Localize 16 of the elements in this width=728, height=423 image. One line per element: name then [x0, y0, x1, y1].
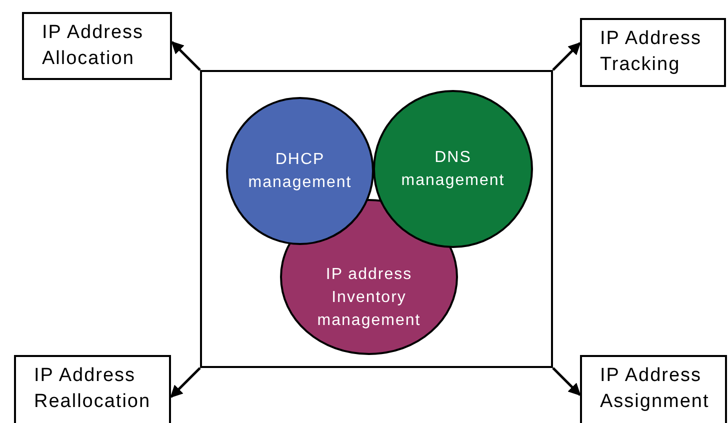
- box-label: IP Address Tracking: [600, 27, 703, 77]
- box-label: IP Address Assignment: [600, 364, 710, 414]
- frame-box: [200, 70, 553, 368]
- process-box: [580, 18, 726, 87]
- circle-label: DNS management: [400, 148, 506, 191]
- process-box: [22, 12, 172, 80]
- arrow: [552, 367, 581, 396]
- circle-label: DHCP management: [247, 150, 353, 193]
- arrow: [171, 41, 201, 71]
- process-box: [14, 355, 171, 423]
- box-label: IP Address Allocation: [42, 21, 145, 71]
- process-box: [580, 355, 727, 423]
- circle-label: IP address Inventory management: [316, 264, 422, 330]
- arrow: [552, 42, 581, 71]
- box-label: IP Address Reallocation: [34, 364, 152, 414]
- arrow: [170, 367, 201, 398]
